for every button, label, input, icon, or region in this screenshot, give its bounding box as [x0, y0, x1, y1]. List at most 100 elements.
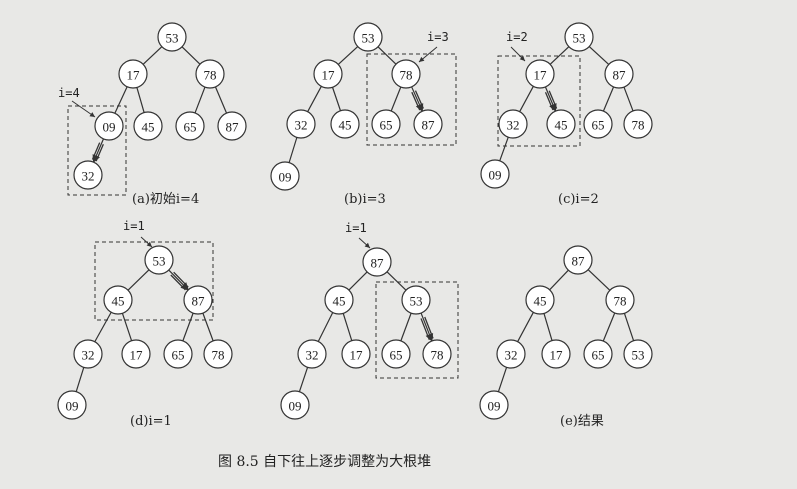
- tree-edge: [588, 46, 610, 65]
- tree-edge: [194, 86, 206, 114]
- heap-node: 53: [564, 22, 594, 52]
- heap-node: 45: [324, 285, 354, 315]
- heap-node: 87: [413, 109, 443, 139]
- heap-node: 32: [496, 339, 526, 369]
- node-value: 17: [322, 68, 336, 83]
- tree-edge: [549, 269, 569, 291]
- dashed-box: [366, 53, 457, 146]
- tree-edge: [348, 271, 368, 291]
- node-value: 32: [295, 118, 308, 133]
- heap-node: 09: [280, 390, 310, 420]
- tree-edge: [181, 46, 201, 65]
- heap-node: 87: [604, 59, 634, 89]
- node-value: 78: [614, 294, 627, 309]
- heap-node: 45: [133, 111, 163, 141]
- tree-edge: [386, 271, 407, 291]
- dashed-box: [94, 241, 214, 321]
- dashed-box: [375, 281, 459, 379]
- node-value: 78: [431, 348, 444, 363]
- pointer-arrowhead: [89, 112, 95, 117]
- swap-arrow: [544, 90, 558, 113]
- heap-node: 09: [57, 390, 87, 420]
- node-value: 87: [192, 294, 206, 309]
- tree-edge: [121, 313, 133, 341]
- node-value: 45: [112, 294, 125, 309]
- heap-node: 17: [118, 59, 148, 89]
- node-value: 65: [592, 118, 605, 133]
- node-value: 65: [172, 348, 185, 363]
- tree-edge: [342, 313, 353, 341]
- node-value: 45: [142, 120, 155, 135]
- heap-node: 87: [183, 285, 213, 315]
- tree-edge: [602, 312, 616, 342]
- heap-node: 78: [391, 59, 421, 89]
- node-value: 87: [371, 256, 385, 271]
- heap-node: 65: [583, 109, 613, 139]
- tree-edge: [127, 269, 150, 291]
- node-value: 32: [505, 348, 518, 363]
- swap-arrow: [170, 271, 189, 291]
- node-value: 09: [289, 399, 302, 414]
- heap-node: 45: [330, 109, 360, 139]
- heap-node: 87: [362, 247, 392, 277]
- tree-edge: [623, 313, 635, 341]
- tree-edge: [377, 46, 397, 65]
- node-value: 45: [534, 294, 547, 309]
- tree-edge: [587, 269, 611, 291]
- heap-node: 78: [195, 59, 225, 89]
- node-value: 65: [380, 118, 393, 133]
- node-value: 53: [153, 254, 166, 269]
- tree-edge: [400, 312, 412, 342]
- swap-arrow: [420, 316, 434, 342]
- node-value: 45: [339, 118, 352, 133]
- heap-node: 65: [163, 339, 193, 369]
- node-value: 53: [166, 31, 179, 46]
- heap-node: 45: [103, 285, 133, 315]
- tree-edge: [202, 312, 214, 342]
- tree-edge: [182, 312, 194, 342]
- node-value: 78: [204, 68, 217, 83]
- tree-edge: [288, 137, 298, 163]
- node-value: 53: [632, 348, 645, 363]
- node-value: 17: [130, 348, 144, 363]
- node-value: 87: [422, 118, 436, 133]
- panel-label: (b)i=3: [344, 192, 386, 207]
- node-value: 45: [333, 294, 346, 309]
- panel-label: (c)i=2: [558, 192, 599, 207]
- node-value: 65: [592, 348, 605, 363]
- index-label: i=2: [506, 30, 528, 44]
- tree-edge: [602, 86, 615, 112]
- dashed-box: [67, 105, 127, 196]
- panel-label: (e)结果: [560, 414, 604, 429]
- tree-edge: [317, 312, 334, 342]
- node-value: 53: [410, 294, 423, 309]
- heap-node: 17: [541, 339, 571, 369]
- heap-node: 65: [381, 339, 411, 369]
- tree-edge: [142, 46, 163, 65]
- node-value: 32: [82, 169, 95, 184]
- node-value: 87: [572, 254, 586, 269]
- node-value: 87: [613, 68, 627, 83]
- heap-node: 65: [175, 111, 205, 141]
- tree-edge: [337, 46, 359, 65]
- node-value: 17: [350, 348, 364, 363]
- tree-edge: [519, 86, 534, 112]
- node-value: 78: [400, 68, 413, 83]
- heap-node: 09: [480, 159, 510, 189]
- node-value: 65: [390, 348, 403, 363]
- node-value: 45: [555, 118, 568, 133]
- tree-edge: [543, 313, 553, 341]
- heap-node: 53: [353, 22, 383, 52]
- heap-node: 17: [121, 339, 151, 369]
- tree-edge: [114, 86, 128, 114]
- node-value: 09: [66, 399, 79, 414]
- pointer-arrowhead: [146, 241, 152, 247]
- tree-edge: [623, 86, 634, 112]
- heap-node: 78: [623, 109, 653, 139]
- heap-node: 32: [286, 109, 316, 139]
- heap-node: 53: [157, 22, 187, 52]
- node-value: 17: [534, 68, 548, 83]
